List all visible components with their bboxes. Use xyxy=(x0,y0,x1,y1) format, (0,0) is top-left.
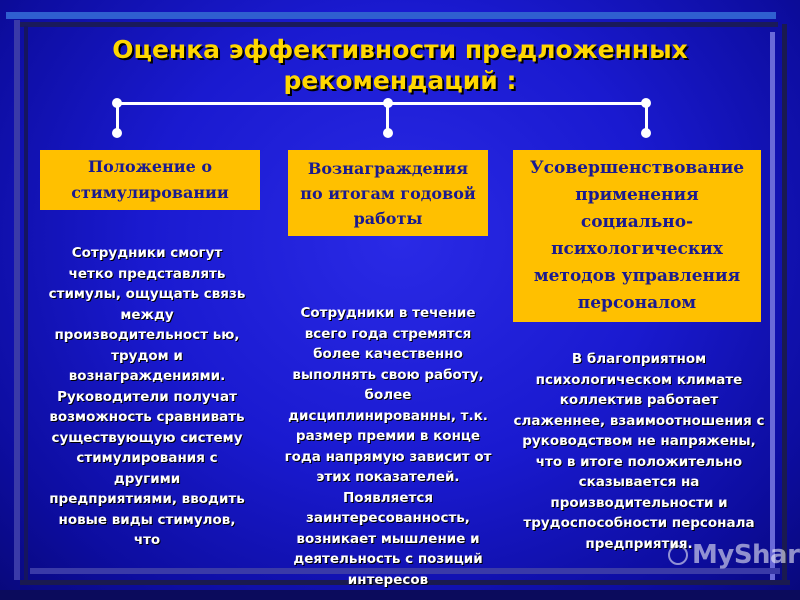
box-line: персоналом xyxy=(577,293,697,313)
connector-dot-center-bottom xyxy=(383,128,393,138)
connector-left-stem xyxy=(116,104,119,134)
box-line: по итогам годовой xyxy=(300,183,476,203)
frame-stripe-bottom xyxy=(30,568,780,574)
slide-title-line1: Оценка эффективности предложенных xyxy=(112,35,688,64)
box-line: стимулировании xyxy=(71,183,229,202)
description-incentive-regulation: Сотрудники смогут четко представлять сти… xyxy=(48,245,246,548)
connector-right-stem xyxy=(645,104,648,134)
frame-stripe-top xyxy=(6,12,776,19)
box-psychological-methods: Усовершенствование применения социально-… xyxy=(513,150,761,322)
box-line: Усовершенствование xyxy=(529,158,745,178)
box-line: социально- xyxy=(580,212,694,232)
description-annual-rewards: Сотрудники в течение всего года стремятс… xyxy=(284,305,492,588)
box-line: Вознаграждения xyxy=(307,158,469,178)
watermark-logo-icon xyxy=(668,545,688,565)
connector-dot-center-top xyxy=(383,98,393,108)
frame-stripe-left-inner xyxy=(24,26,28,582)
box-line: методов управления xyxy=(533,266,741,286)
frame-stripe-bottom-outer xyxy=(20,580,790,585)
connector-horizontal xyxy=(117,102,647,105)
frame-stripe-left xyxy=(14,20,20,580)
connector-dot-right-bottom xyxy=(641,128,651,138)
watermark: MyShared xyxy=(668,540,800,570)
watermark-text: MyShared xyxy=(692,540,800,570)
connector-center-stem xyxy=(386,104,389,134)
frame-stripe-bottom-edge xyxy=(0,590,800,600)
box-annual-rewards: Вознаграждения по итогам годовой работы xyxy=(288,150,488,236)
slide-title-line2: рекомендаций : xyxy=(283,66,517,95)
box-line: Положение о xyxy=(87,157,213,176)
box-incentive-regulation: Положение о стимулировании xyxy=(40,150,260,210)
connector-dot-left-bottom xyxy=(112,128,122,138)
connector-dot-right-top xyxy=(641,98,651,108)
box-line: психологических xyxy=(551,239,723,259)
description-psychological-methods: В благоприятном психологическом климате … xyxy=(513,351,765,552)
box-line: работы xyxy=(353,208,423,228)
frame-stripe-top-inner xyxy=(18,22,778,27)
frame-stripe-right xyxy=(770,32,775,580)
frame-stripe-right-outer xyxy=(782,24,787,584)
connector-dot-left-top xyxy=(112,98,122,108)
slide-title: Оценка эффективности предложенных рекоме… xyxy=(100,34,700,96)
box-line: применения xyxy=(575,185,699,205)
